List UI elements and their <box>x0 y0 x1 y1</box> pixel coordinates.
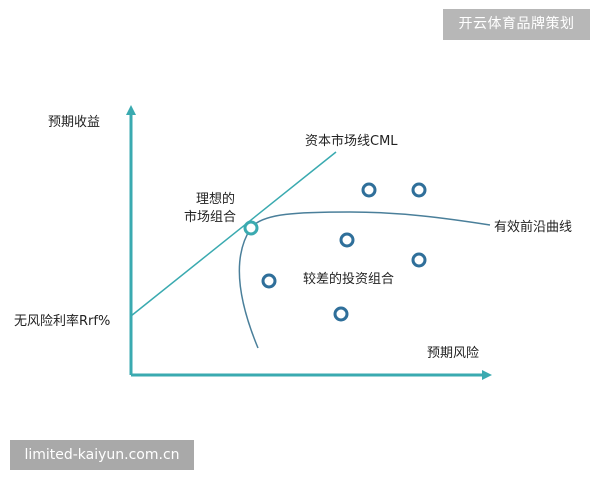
ideal-market-portfolio-point <box>243 220 259 236</box>
cml-label: 资本市场线CML <box>305 133 398 149</box>
site-watermark: limited-kaiyun.com.cn <box>10 440 194 470</box>
portfolio-point <box>333 306 349 322</box>
inferior-portfolio-label: 较差的投资组合 <box>303 271 394 287</box>
efficient-frontier-label: 有效前沿曲线 <box>494 219 572 235</box>
x-axis-label: 预期风险 <box>427 346 479 361</box>
brand-badge: 开云体育品牌策划 <box>443 9 590 40</box>
portfolio-point <box>261 273 277 289</box>
portfolio-point <box>361 182 377 198</box>
capital-market-line <box>130 151 337 317</box>
risk-free-rate-label: 无风险利率Rrf% <box>14 313 110 329</box>
portfolio-point <box>339 232 355 248</box>
efficient-frontier-curve <box>238 211 491 349</box>
ideal-portfolio-label-line1: 理想的 <box>196 191 235 207</box>
portfolio-point <box>411 252 427 268</box>
y-axis-label: 预期收益 <box>48 115 100 130</box>
ideal-portfolio-label-line2: 市场组合 <box>184 209 236 225</box>
portfolio-point <box>411 182 427 198</box>
